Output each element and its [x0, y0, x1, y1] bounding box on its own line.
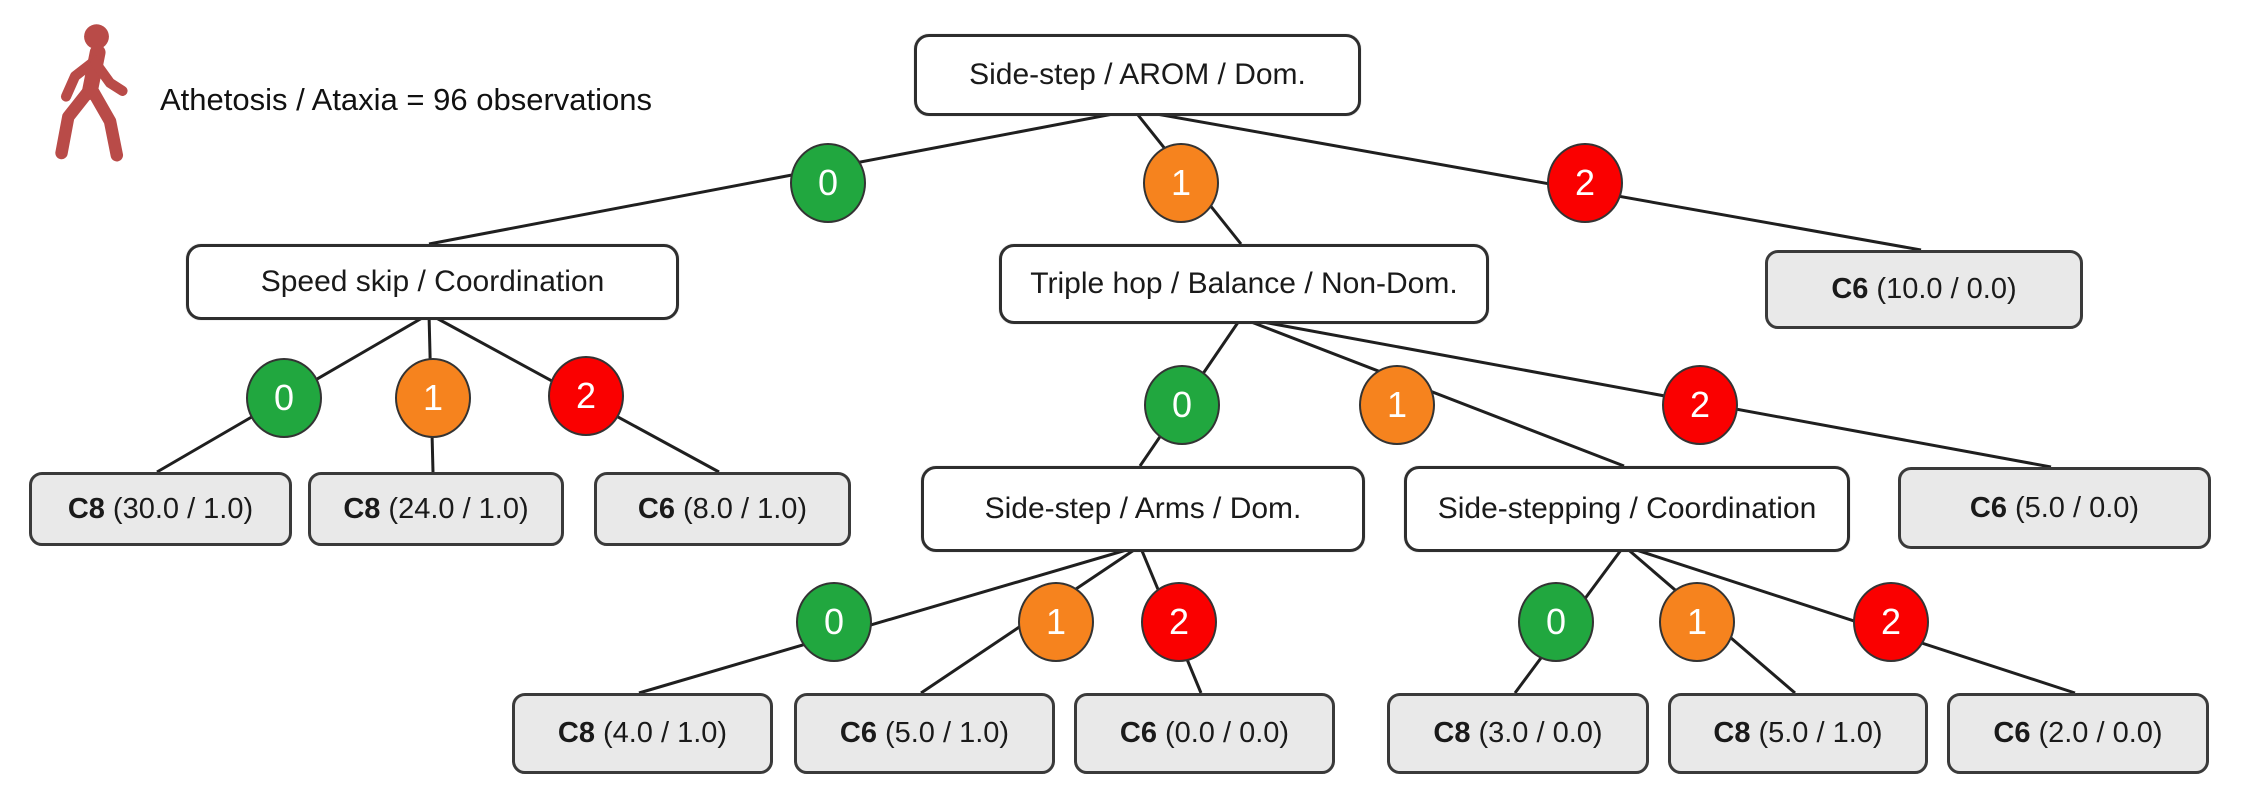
leaf-class: C8: [343, 492, 381, 525]
leaf-c6-5-right: C6 (5.0 / 0.0): [1898, 467, 2211, 549]
edge: [1133, 108, 1922, 252]
observations-caption: Athetosis / Ataxia = 96 observations: [160, 82, 652, 117]
leaf-class: C8: [1433, 717, 1471, 749]
leaf-class: C6: [839, 717, 877, 749]
branch-score-0-circle: 0: [1144, 365, 1220, 445]
branch-score-0-circle: 0: [790, 143, 866, 223]
branch-score-0-circle: 0: [1518, 582, 1594, 662]
leaf-c6-8: C6 (8.0 / 1.0): [594, 472, 851, 546]
branch-score-0-circle: 0: [246, 358, 322, 438]
leaf-c8-24: C8 (24.0 / 1.0): [308, 472, 564, 546]
leaf-class: C6: [1119, 717, 1157, 749]
edge: [428, 108, 1135, 246]
branch-score-2-circle: 2: [548, 356, 624, 436]
leaf-c6-10: C6 (10.0 / 0.0): [1765, 250, 2083, 329]
branch-score-1-circle: 1: [395, 358, 471, 438]
leaf-class: C6: [1993, 717, 2031, 749]
leaf-c6-5-mid: C6 (5.0 / 1.0): [794, 693, 1055, 774]
leaf-c8-30: C8 (30.0 / 1.0): [29, 472, 292, 546]
walking-person-icon: [55, 24, 128, 162]
branch-score-1-circle: 1: [1143, 143, 1219, 223]
leaf-stats: (8.0 / 1.0): [682, 492, 808, 525]
leaf-stats: (0.0 / 0.0): [1164, 717, 1290, 749]
node-side-stepping-label: Side-stepping / Coordination: [1437, 492, 1817, 525]
leaf-class: C8: [1713, 717, 1751, 749]
leaf-stats: (2.0 / 0.0): [2038, 717, 2163, 749]
edge: [1240, 316, 2052, 469]
node-side-step-arms: Side-step / Arms / Dom.: [921, 466, 1365, 552]
branch-score-1-circle: 1: [1018, 582, 1094, 662]
leaf-stats: (5.0 / 1.0): [1758, 717, 1883, 749]
branch-score-2-circle: 2: [1141, 582, 1217, 662]
node-root-label: Side-step / AROM / Dom.: [969, 58, 1306, 91]
leaf-class: C6: [1969, 491, 2007, 524]
leaf-c6-2: C6 (2.0 / 0.0): [1947, 693, 2209, 774]
edge: [638, 544, 1141, 695]
leaf-class: C8: [557, 717, 595, 749]
leaf-c8-3: C8 (3.0 / 0.0): [1387, 693, 1649, 774]
node-side-step-arms-label: Side-step / Arms / Dom.: [984, 492, 1302, 525]
leaf-stats: (24.0 / 1.0): [388, 492, 529, 525]
node-root: Side-step / AROM / Dom.: [914, 34, 1361, 116]
leaf-stats: (4.0 / 1.0): [602, 717, 728, 749]
leaf-stats: (5.0 / 1.0): [884, 717, 1010, 749]
leaf-class: C8: [67, 492, 105, 525]
node-speed-skip: Speed skip / Coordination: [186, 244, 679, 320]
leaf-c8-4: C8 (4.0 / 1.0): [512, 693, 773, 774]
leaf-c8-5: C8 (5.0 / 1.0): [1668, 693, 1928, 774]
branch-score-2-circle: 2: [1547, 143, 1623, 223]
node-triple-hop-label: Triple hop / Balance / Non-Dom.: [1030, 267, 1458, 300]
branch-score-0-circle: 0: [796, 582, 872, 662]
leaf-c6-0: C6 (0.0 / 0.0): [1074, 693, 1335, 774]
node-speed-skip-label: Speed skip / Coordination: [260, 265, 605, 298]
node-side-stepping: Side-stepping / Coordination: [1404, 466, 1850, 552]
node-triple-hop: Triple hop / Balance / Non-Dom.: [999, 244, 1489, 324]
leaf-class: C6: [637, 492, 675, 525]
leaf-stats: (3.0 / 0.0): [1478, 717, 1603, 749]
branch-score-1-circle: 1: [1659, 582, 1735, 662]
leaf-stats: (5.0 / 0.0): [2014, 491, 2140, 524]
branch-score-2-circle: 2: [1853, 582, 1929, 662]
branch-score-1-circle: 1: [1359, 365, 1435, 445]
branch-score-2-circle: 2: [1662, 365, 1738, 445]
leaf-stats: (30.0 / 1.0): [112, 492, 254, 525]
leaf-stats: (10.0 / 0.0): [1876, 273, 2017, 305]
edge: [1623, 544, 2076, 695]
leaf-class: C6: [1831, 273, 1869, 305]
